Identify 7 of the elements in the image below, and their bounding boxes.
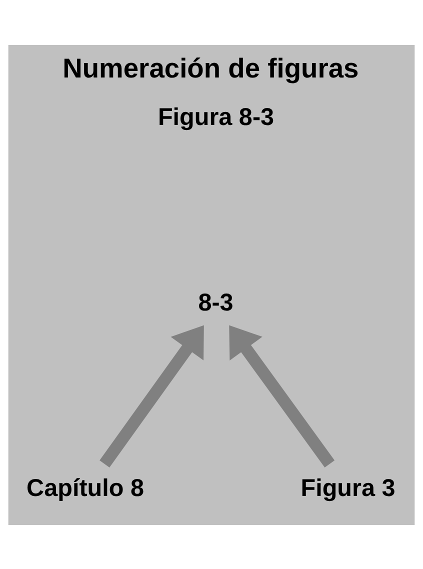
node-text: 8-3 [198, 289, 234, 316]
label: Figura 8-3 [158, 104, 274, 131]
arrow [229, 324, 335, 468]
node-text: Figura 3 [300, 474, 396, 502]
diagram-title: Numeración de figuras [62, 52, 359, 84]
node-text: Capítulo 8 [26, 474, 144, 502]
arrow [100, 324, 204, 467]
